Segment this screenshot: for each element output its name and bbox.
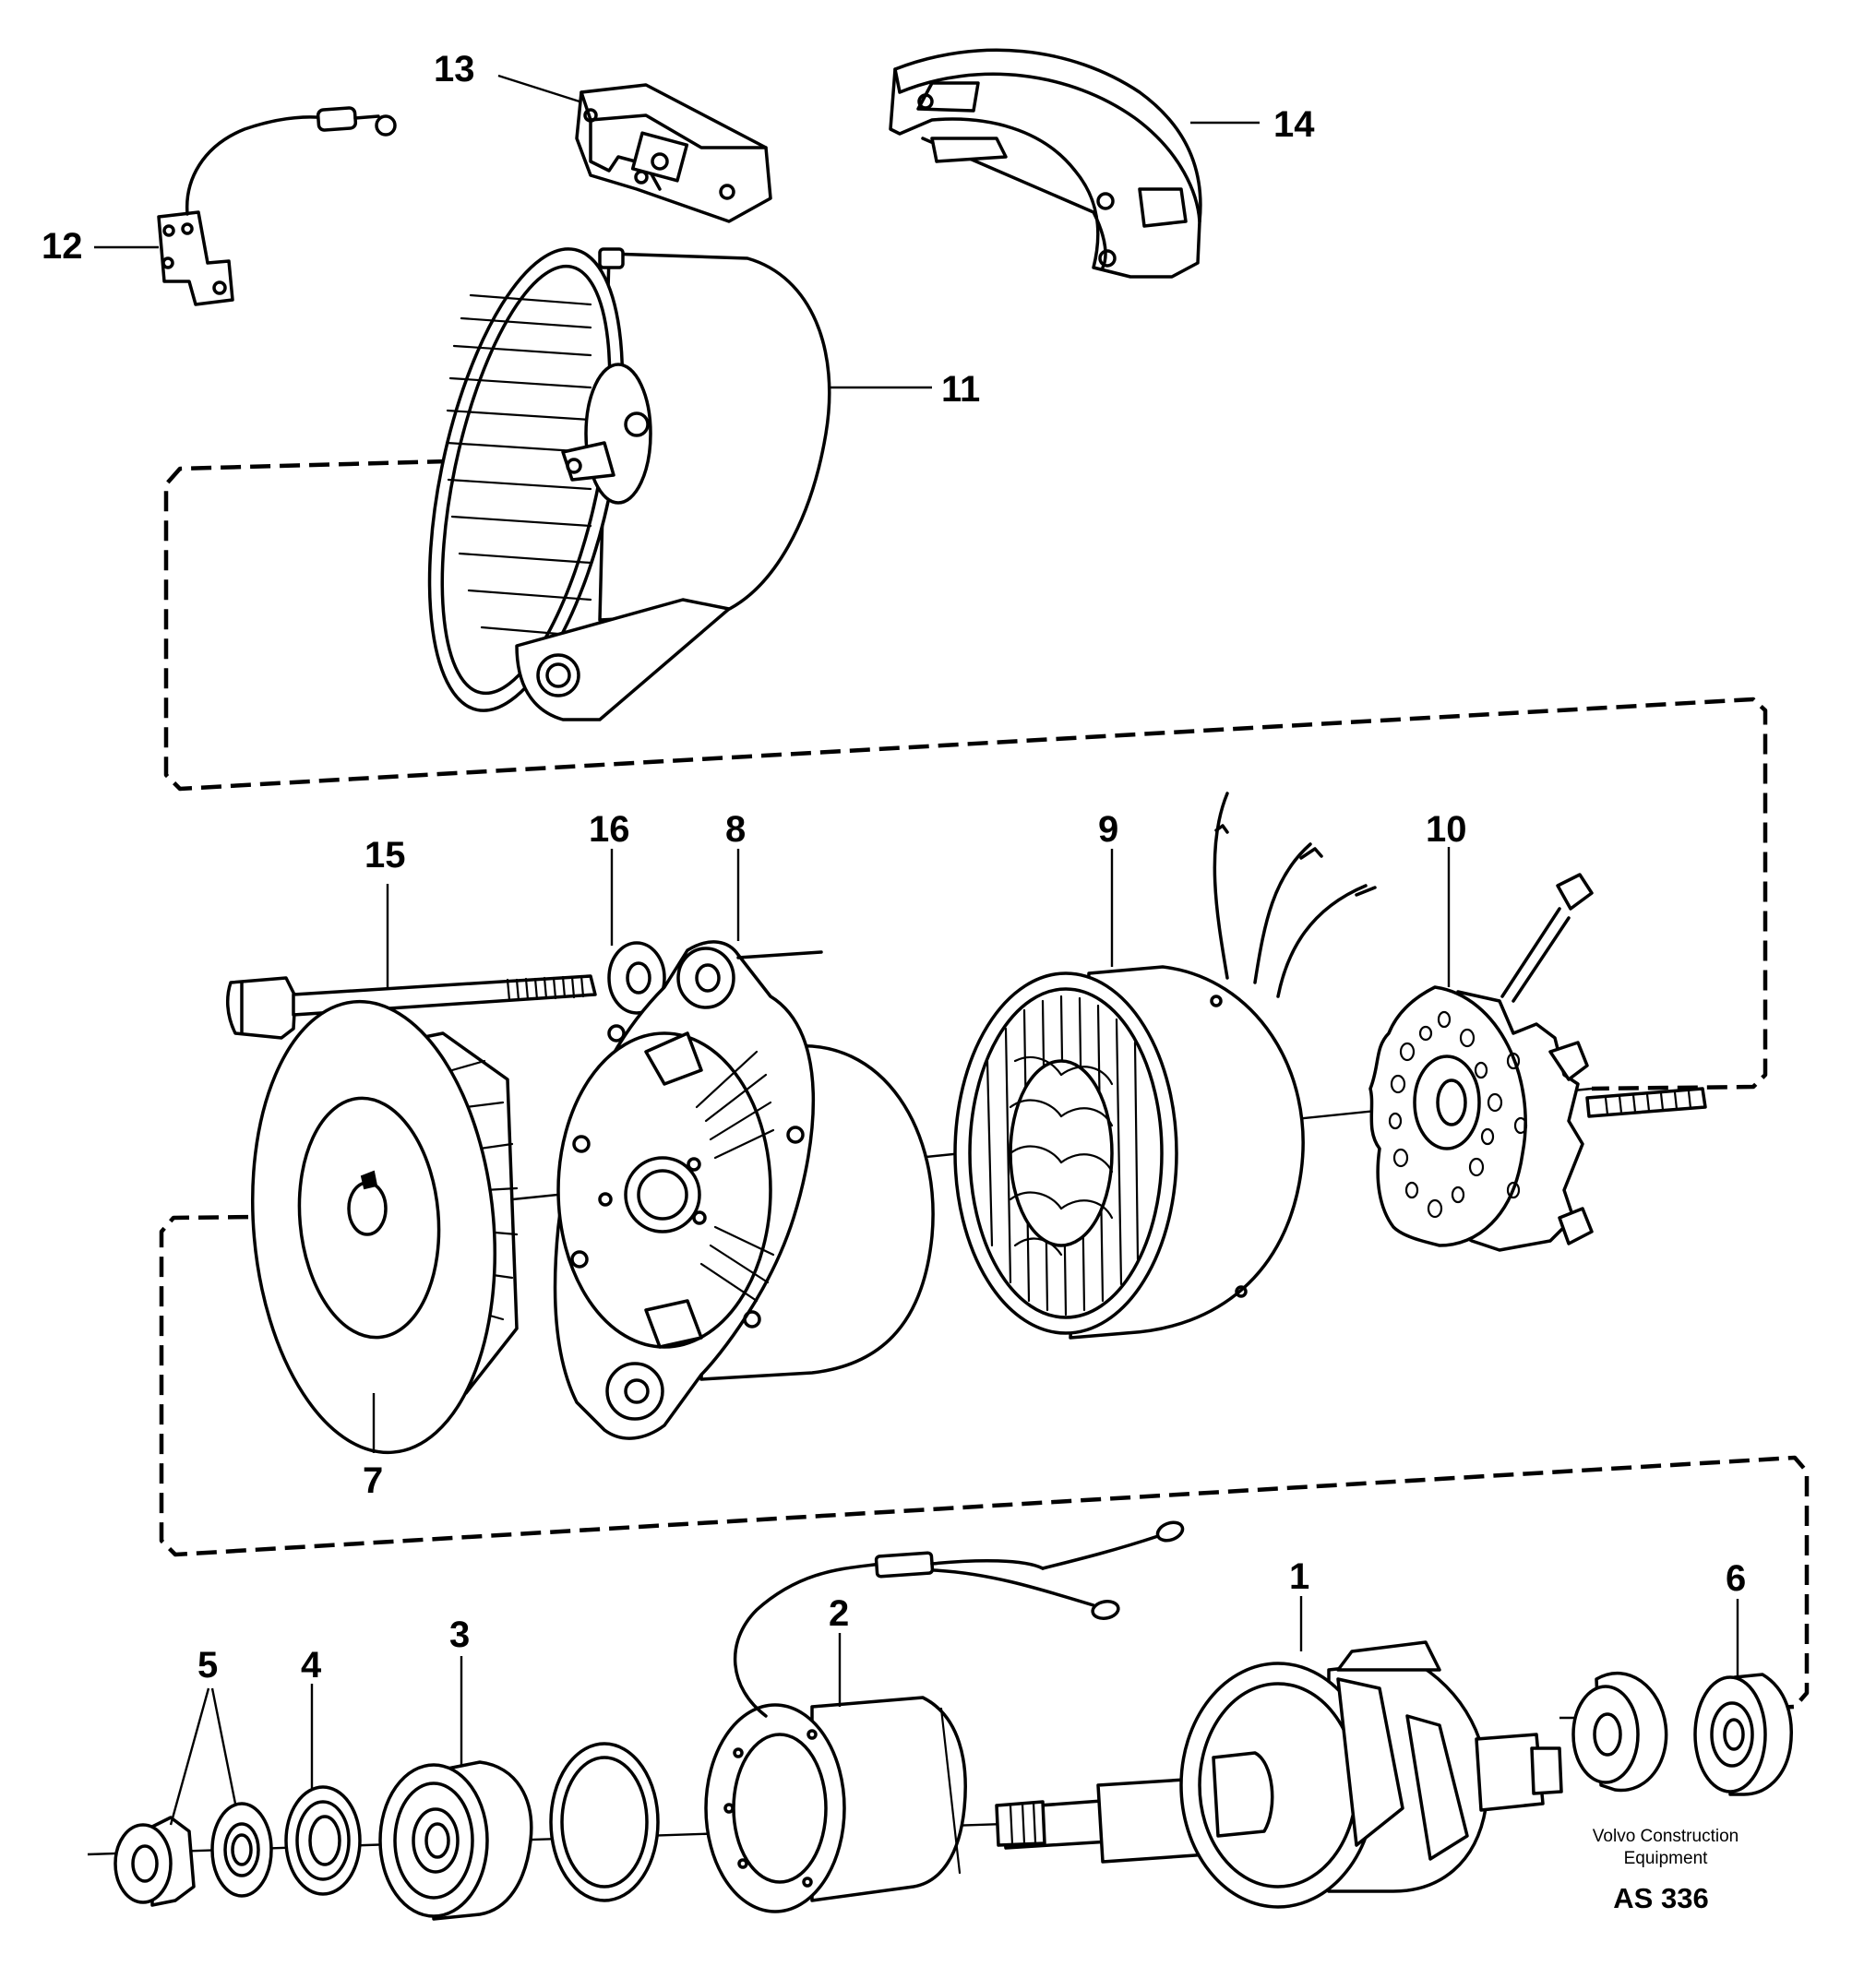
callout-labels: 13 14 12 11 15 16 8 9 10 7 1 6 2 3 4 5: [42, 49, 1746, 1686]
callout-11: 11: [941, 369, 980, 410]
part-12-brush-lead: [157, 106, 397, 306]
drawing-code: AS 336: [1613, 1882, 1708, 1914]
callout-15: 15: [364, 835, 406, 876]
part-13-regulator: [575, 83, 772, 223]
assembly-dashed-lines: [159, 459, 1810, 1711]
callout-7: 7: [363, 1460, 383, 1501]
callout-1: 1: [1289, 1556, 1309, 1597]
company-name-line2: Equipment: [1624, 1849, 1709, 1868]
callout-8: 8: [725, 809, 746, 850]
callout-14: 14: [1273, 104, 1315, 145]
part-10-rectifier: [1368, 873, 1707, 1252]
company-name-line1: Volvo Construction: [1593, 1827, 1739, 1846]
callout-2: 2: [829, 1593, 849, 1634]
part-8-front-housing: [553, 940, 935, 1440]
callout-16: 16: [589, 809, 630, 850]
callout-12: 12: [42, 226, 83, 267]
part-4-seal-ring: [284, 1785, 362, 1896]
callout-5: 5: [197, 1645, 218, 1686]
footer: Volvo Construction Equipment AS 336: [1593, 1827, 1739, 1914]
callout-13: 13: [434, 49, 475, 89]
callout-3: 3: [449, 1615, 470, 1655]
callout-10: 10: [1426, 809, 1467, 850]
part-16-washer: [607, 941, 666, 1015]
part-7-pulley-fan: [250, 999, 519, 1455]
part-9-stator: [953, 792, 1377, 1340]
callout-9: 9: [1098, 809, 1118, 850]
part-14-cover: [889, 48, 1202, 279]
part-6-bearing: [1571, 1672, 1793, 1796]
part-3-bearing: [378, 1760, 533, 1921]
part-5-bushings: [114, 1802, 273, 1907]
callout-4: 4: [301, 1645, 322, 1686]
leader-lines: [94, 74, 1739, 1826]
part-11-rear-housing: [427, 247, 831, 721]
part-2-brush-holder: [704, 1520, 1185, 1913]
o-ring: [549, 1742, 660, 1902]
callout-6: 6: [1726, 1558, 1746, 1599]
part-1-rotor: [995, 1640, 1563, 1909]
